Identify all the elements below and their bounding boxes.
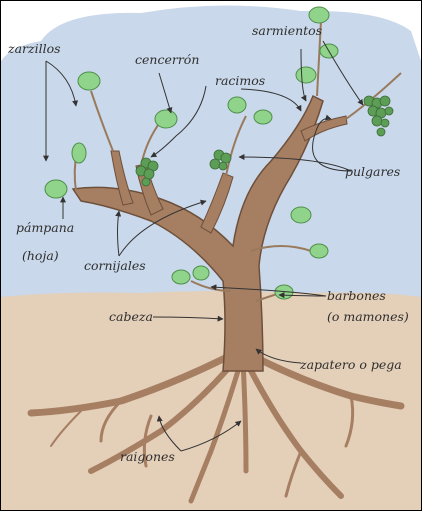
label-hoja: (hoja) [22,248,59,263]
label-zapatero: zapatero o pega [300,357,402,372]
label-pampana: pámpana [16,220,74,235]
label-mamones: (o mamones) [327,309,409,324]
label-sarmientos: sarmientos [252,23,322,38]
label-racimos: racimos [215,73,265,88]
label-zarzillos: zarzillos [8,41,61,56]
label-cabeza: cabeza [109,309,153,324]
label-barbones: barbones [327,288,386,303]
label-cornijales: cornijales [84,258,146,273]
label-cencerron: cencerrón [135,52,199,67]
label-pulgares: pulgares [345,164,400,179]
label-raigones: raigones [120,449,175,464]
